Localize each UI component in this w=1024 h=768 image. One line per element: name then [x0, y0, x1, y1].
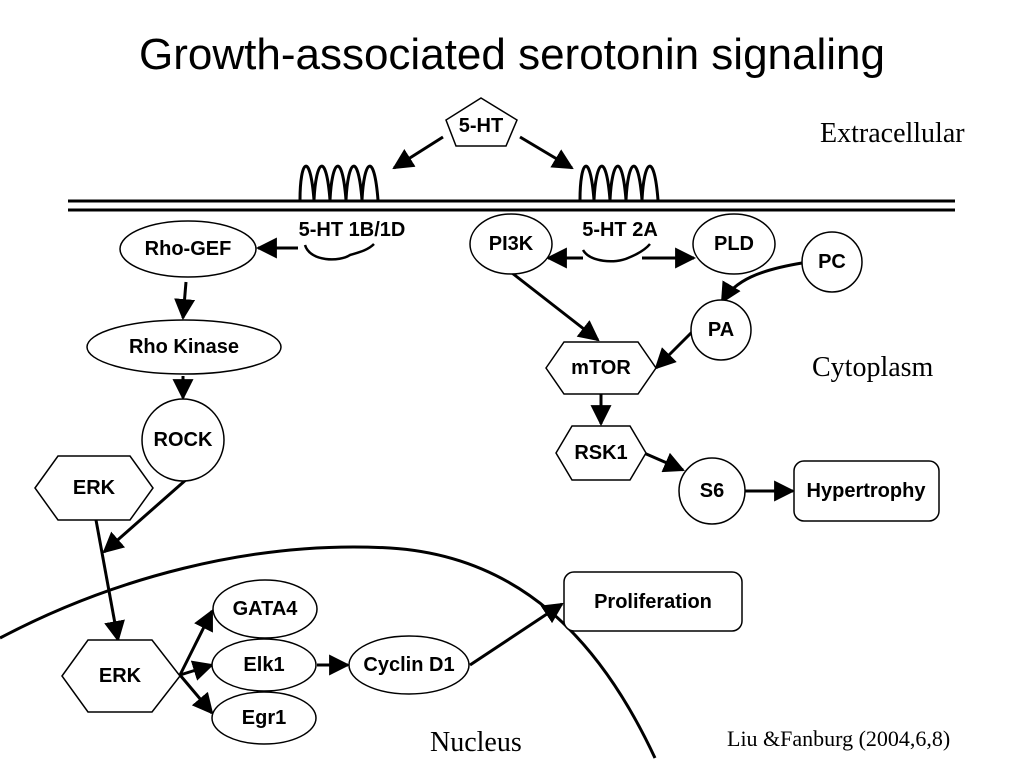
- node-elk1-label: Elk1: [243, 654, 284, 676]
- arrow-pc-to-pa: [720, 261, 803, 304]
- node-elk1-shape: [211, 638, 317, 692]
- receptor-2a-label: 5-HT 2A: [582, 219, 658, 241]
- node-pi3k-label: PI3K: [489, 233, 534, 255]
- node-cyclin-d1-label: Cyclin D1: [363, 654, 454, 676]
- arrow-5ht-to-2a: [519, 135, 574, 170]
- arrow-pa-to-mtor: [654, 330, 694, 370]
- node-pc-label: PC: [818, 251, 846, 273]
- node-egr1-label: Egr1: [242, 707, 286, 729]
- arrow-rsk1-to-s6: [643, 451, 685, 473]
- arrow-5ht-to-1b1d: [392, 135, 444, 170]
- node-5ht-shape: [445, 97, 518, 147]
- node-mtor-label: mTOR: [571, 357, 631, 379]
- node-rock-label: ROCK: [154, 429, 213, 451]
- slide-title: Growth-associated serotonin signaling: [139, 30, 885, 79]
- region-label-cytoplasm: Cytoplasm: [812, 352, 934, 383]
- node-rho-kinase-label: Rho Kinase: [129, 336, 239, 358]
- arrow-rock-to-erkpath: [102, 476, 189, 554]
- node-cyclin-d1-shape: [348, 635, 470, 695]
- node-rsk1-label: RSK1: [574, 442, 627, 464]
- node-erk-cyto-label: ERK: [73, 477, 116, 499]
- node-rho-gef-shape: [119, 220, 257, 278]
- node-gata4-label: GATA4: [233, 598, 299, 620]
- receptor-2a-tail: [581, 243, 651, 263]
- receptor-1b1d-icon: [298, 164, 380, 201]
- cell-membrane: [68, 199, 955, 212]
- node-s6-shape: [678, 457, 746, 525]
- node-gata4-shape: [212, 579, 318, 639]
- citation: Liu &Fanburg (2004,6,8): [727, 726, 951, 751]
- arrow-erk-to-nucleus: [94, 519, 125, 643]
- arrow-cyclind1-to-proliferation: [469, 602, 564, 667]
- arrow-erk-to-gata4: [178, 609, 214, 676]
- node-5ht-label: 5-HT: [459, 115, 503, 137]
- node-erk-nuc-shape: [61, 639, 181, 713]
- node-erk-nuc-label: ERK: [99, 665, 142, 687]
- node-erk-cyto-shape: [34, 455, 154, 521]
- node-rho-kinase-shape: [86, 319, 282, 375]
- node-s6-label: S6: [700, 480, 724, 502]
- node-proliferation-shape: [563, 571, 743, 632]
- node-pa-label: PA: [708, 319, 734, 341]
- node-proliferation-label: Proliferation: [594, 591, 712, 613]
- node-pld-shape: [692, 213, 776, 275]
- node-egr1-shape: [211, 691, 317, 745]
- region-label-nucleus: Nucleus: [430, 727, 522, 758]
- receptor-1b1d-label: 5-HT 1B/1D: [299, 219, 406, 241]
- arrow-pi3k-to-mtor: [511, 271, 600, 342]
- node-rock-shape: [141, 398, 225, 482]
- arrows: [94, 135, 803, 715]
- receptor-2a-icon: [578, 164, 660, 201]
- arrow-rhogef-to-rhokinase: [174, 281, 196, 321]
- node-pa-shape: [690, 299, 752, 361]
- node-hypertrophy-shape: [793, 460, 940, 522]
- node-hypertrophy-label: Hypertrophy: [807, 480, 927, 502]
- node-pld-label: PLD: [714, 233, 754, 255]
- node-rsk1-shape: [555, 425, 647, 481]
- arrow-erk-to-elk1: [179, 660, 215, 681]
- region-label-extracellular: Extracellular: [820, 118, 965, 149]
- node-pc-shape: [801, 231, 863, 293]
- receptor-1b1d-tail: [303, 243, 375, 261]
- arrow-erk-to-egr1: [178, 674, 214, 715]
- node-mtor-shape: [545, 341, 657, 395]
- node-rho-gef-label: Rho-GEF: [145, 238, 232, 260]
- node-pi3k-shape: [469, 213, 553, 275]
